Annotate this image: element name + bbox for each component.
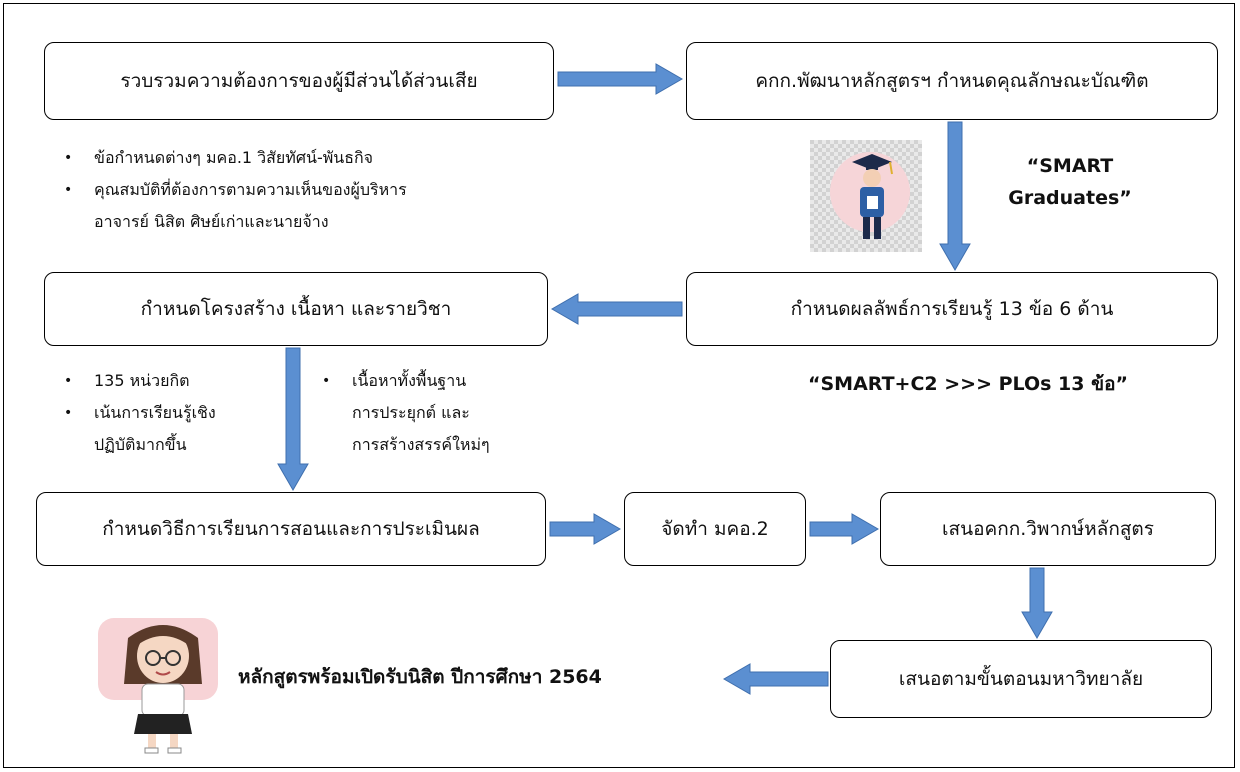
notes-credits-item-2: เน้นการเรียนรู้เชิง bbox=[64, 397, 216, 429]
box-committee-review: เสนอคกก.วิพากษ์หลักสูตร bbox=[880, 492, 1216, 566]
arrow-mko2-to-review bbox=[809, 513, 880, 545]
notes-credits: 135 หน่วยกิต เน้นการเรียนรู้เชิง ปฏิบัติ… bbox=[64, 365, 216, 461]
box-define-outcomes-label: กำหนดผลลัพธ์การเรียนรู้ 13 ข้อ 6 ด้าน bbox=[790, 298, 1114, 320]
box-teaching-assessment: กำหนดวิธีการเรียนการสอนและการประเมินผล bbox=[36, 492, 546, 566]
notes-credits-item-1: 135 หน่วยกิต bbox=[64, 365, 216, 397]
arrow-committee-to-outcomes bbox=[939, 121, 971, 272]
arrow-outcomes-to-structure bbox=[550, 293, 683, 325]
arrow-needs-to-committee bbox=[557, 63, 684, 95]
arrow-structure-to-teaching bbox=[277, 347, 309, 492]
notes-content-item-1: เนื้อหาทั้งพื้นฐาน bbox=[322, 365, 490, 397]
student-illustration bbox=[98, 606, 228, 756]
notes-needs-item-2: คุณสมบัติที่ต้องการตามความเห็นของผู้บริห… bbox=[64, 174, 407, 206]
arrow-university-to-final bbox=[722, 663, 829, 695]
box-teaching-assessment-label: กำหนดวิธีการเรียนการสอนและการประเมินผล bbox=[102, 518, 480, 540]
outer-frame bbox=[3, 3, 1235, 768]
notes-content-item-1-cont: การประยุกต์ และ bbox=[352, 403, 470, 422]
graduate-illustration bbox=[810, 140, 922, 252]
box-university-process-label: เสนอตามขั้นตอนมหาวิทยาลัย bbox=[898, 668, 1144, 690]
arrow-review-to-university bbox=[1021, 567, 1053, 640]
quote-smart-line1: “SMART bbox=[1026, 155, 1114, 177]
notes-content-item-1-cont2: การสร้างสรรค์ใหม่ๆ bbox=[352, 435, 490, 454]
box-define-structure: กำหนดโครงสร้าง เนื้อหา และรายวิชา bbox=[44, 272, 548, 346]
notes-needs-item-2-cont: อาจารย์ นิสิต ศิษย์เก่าและนายจ้าง bbox=[94, 212, 329, 231]
box-committee-attributes: คกก.พัฒนาหลักสูตรฯ กำหนดคุณลักษณะบัณฑิต bbox=[686, 42, 1218, 120]
box-define-structure-label: กำหนดโครงสร้าง เนื้อหา และรายวิชา bbox=[140, 298, 452, 320]
box-define-outcomes: กำหนดผลลัพธ์การเรียนรู้ 13 ข้อ 6 ด้าน bbox=[686, 272, 1218, 346]
box-university-process: เสนอตามขั้นตอนมหาวิทยาลัย bbox=[830, 640, 1212, 718]
box-prepare-mko2: จัดทำ มคอ.2 bbox=[624, 492, 806, 566]
quote-smart-graduates: “SMART Graduates” bbox=[1000, 150, 1140, 214]
final-outcome-text: หลักสูตรพร้อมเปิดรับนิสิต ปีการศึกษา 256… bbox=[238, 666, 602, 688]
box-gather-needs-label: รวบรวมความต้องการของผู้มีส่วนได้ส่วนเสีย bbox=[120, 70, 478, 92]
box-prepare-mko2-label: จัดทำ มคอ.2 bbox=[661, 518, 769, 540]
box-committee-review-label: เสนอคกก.วิพากษ์หลักสูตร bbox=[942, 518, 1154, 540]
notes-credits-item-2-cont: ปฏิบัติมากขึ้น bbox=[94, 435, 187, 454]
box-committee-attributes-label: คกก.พัฒนาหลักสูตรฯ กำหนดคุณลักษณะบัณฑิต bbox=[755, 70, 1149, 92]
notes-content: เนื้อหาทั้งพื้นฐาน การประยุกต์ และ การสร… bbox=[322, 365, 490, 461]
quote-plos: “SMART+C2 >>> PLOs 13 ข้อ” bbox=[808, 373, 1128, 395]
quote-smart-line2: Graduates” bbox=[1008, 187, 1132, 209]
notes-needs-item-1: ข้อกำหนดต่างๆ มคอ.1 วิสัยทัศน์-พันธกิจ bbox=[64, 142, 407, 174]
arrow-teaching-to-mko2 bbox=[549, 513, 622, 545]
notes-needs: ข้อกำหนดต่างๆ มคอ.1 วิสัยทัศน์-พันธกิจ ค… bbox=[64, 142, 407, 238]
box-gather-needs: รวบรวมความต้องการของผู้มีส่วนได้ส่วนเสีย bbox=[44, 42, 554, 120]
